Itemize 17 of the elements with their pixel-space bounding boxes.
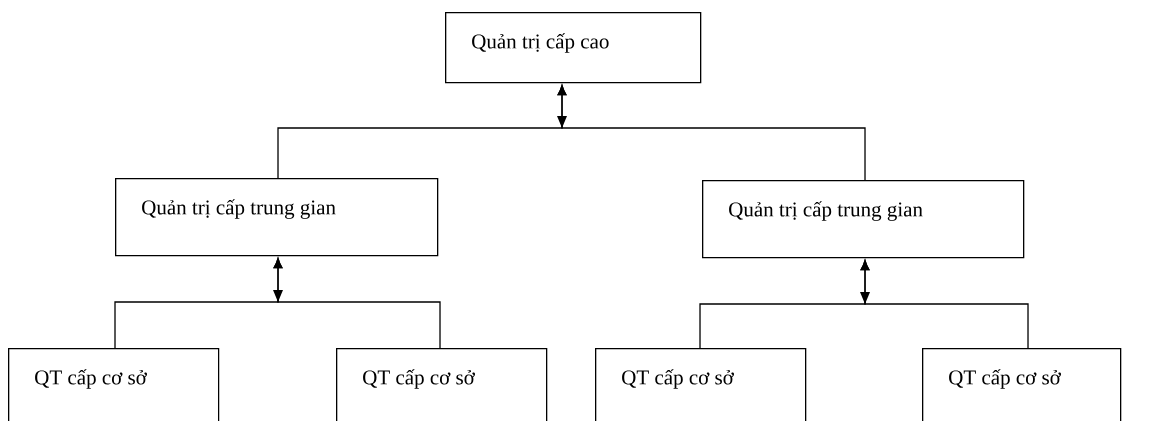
- label-text: Quản trị cấp trung gian: [142, 199, 336, 219]
- box: [445, 12, 702, 84]
- box: [336, 348, 548, 421]
- label-text: Quản trị cấp trung gian: [729, 201, 923, 221]
- connector: [114, 258, 441, 349]
- connector: [277, 85, 866, 181]
- box: [115, 178, 439, 257]
- box: [8, 348, 220, 421]
- label-text: QT cấp cơ sở: [35, 369, 147, 389]
- label-text: Quản trị cấp cao: [472, 33, 609, 53]
- box: [922, 348, 1122, 421]
- box: [702, 180, 1025, 259]
- connector: [699, 260, 1029, 349]
- label-text: QT cấp cơ sở: [949, 369, 1062, 389]
- label-text: QT cấp cơ sở: [622, 369, 734, 389]
- box: [595, 348, 807, 421]
- label-text: QT cấp cơ sở: [363, 369, 475, 389]
